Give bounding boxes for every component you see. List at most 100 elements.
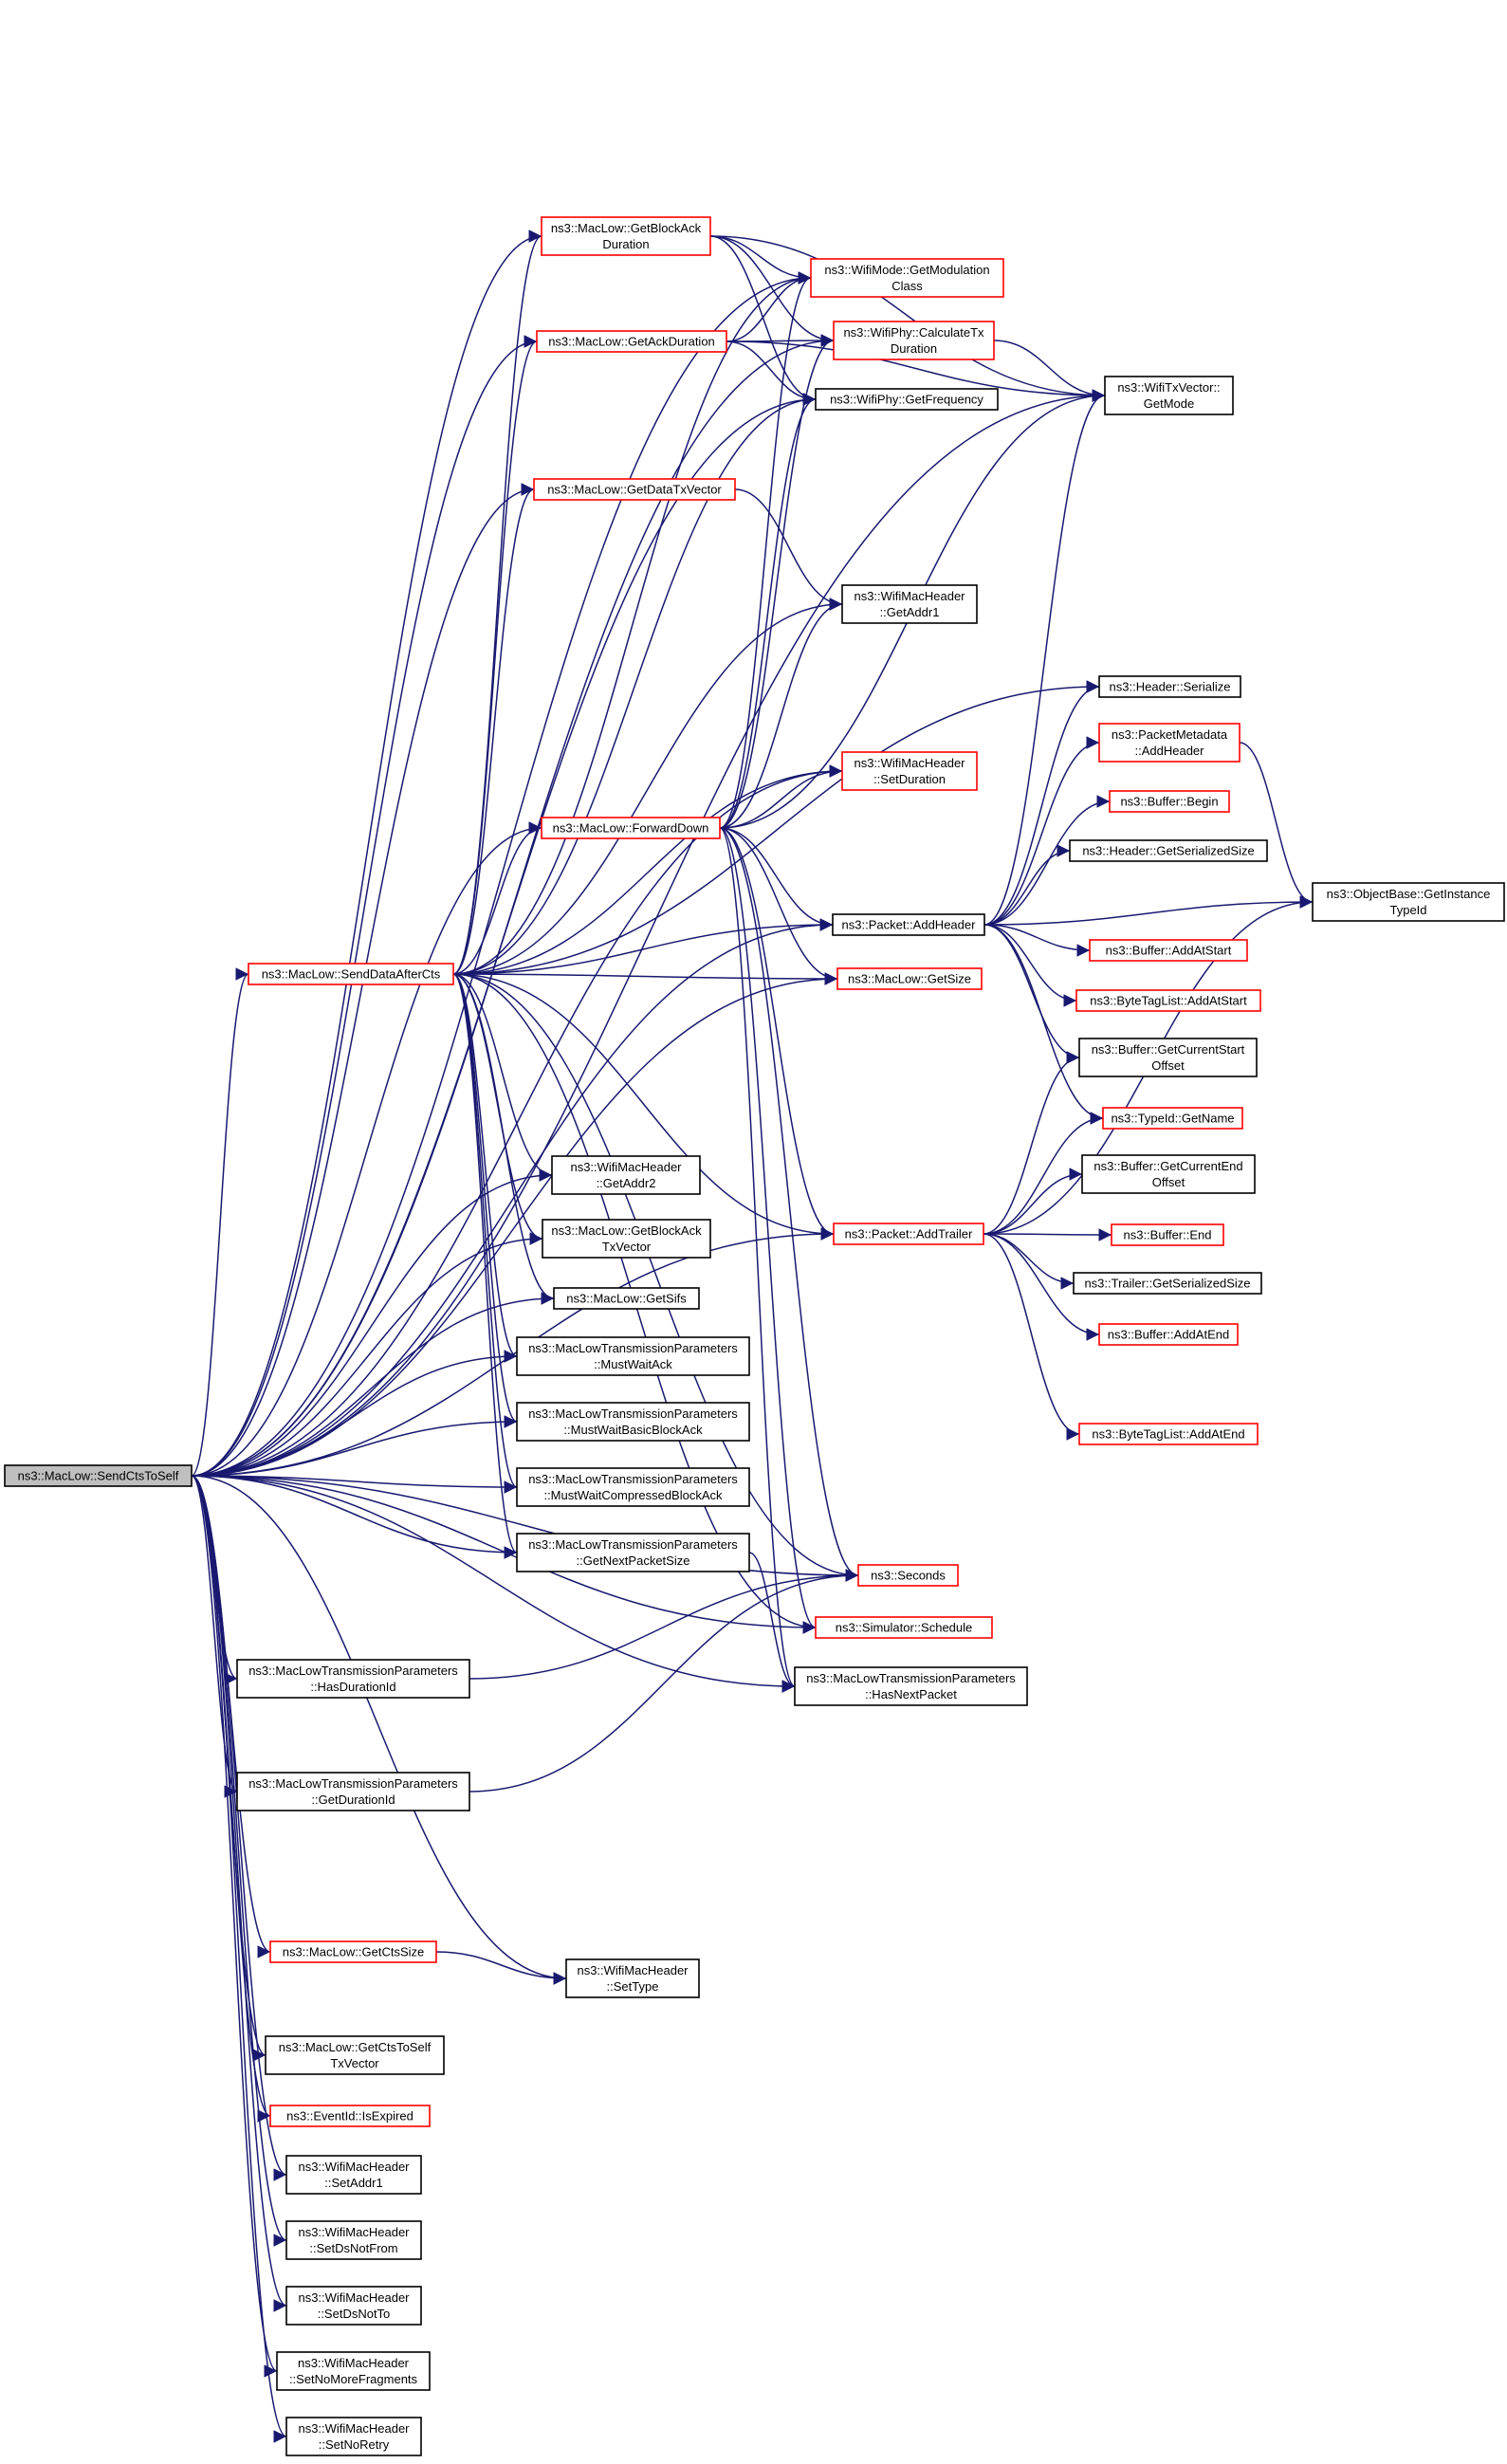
node-send-cts-to-self[interactable]: ns3::MacLow::SendCtsToSelf: [4, 1464, 193, 1487]
node-get-cts-size[interactable]: ns3::MacLow::GetCtsSize: [269, 1940, 437, 1963]
node-set-ds-not-to[interactable]: ns3::WifiMacHeader::SetDsNotTo: [285, 2286, 422, 2326]
edge-send-data-after-cts-to-seconds: [452, 973, 859, 1582]
node-label: Duration: [602, 237, 649, 251]
node-packet-metadata-add-header[interactable]: ns3::PacketMetadata::AddHeader: [1098, 723, 1241, 763]
node-wifi-phy-get-frequency[interactable]: ns3::WifiPhy::GetFrequency: [815, 388, 999, 411]
node-get-ack-duration[interactable]: ns3::MacLow::GetAckDuration: [536, 330, 727, 353]
node-label: ns3::MacLowTransmissionParameters: [528, 1472, 738, 1486]
node-label: ns3::MacLow::GetSize: [848, 972, 971, 986]
node-set-no-retry[interactable]: ns3::WifiMacHeader::SetNoRetry: [285, 2417, 422, 2456]
node-box: [236, 1659, 470, 1699]
edge-send-cts-to-self-to-get-sifs: [191, 1292, 555, 1477]
node-byte-tag-list-add-at-end[interactable]: ns3::ByteTagList::AddAtEnd: [1078, 1423, 1259, 1445]
edge-send-data-after-cts-to-get-next-packet-size: [452, 973, 518, 1559]
node-get-data-tx-vector[interactable]: ns3::MacLow::GetDataTxVector: [533, 478, 736, 501]
node-label: ns3::WifiMacHeader: [298, 2160, 410, 2174]
node-box: [1104, 376, 1234, 415]
node-type-id-get-name[interactable]: ns3::TypeId::GetName: [1102, 1107, 1243, 1130]
node-packet-add-header[interactable]: ns3::Packet::AddHeader: [832, 913, 985, 936]
edge-forward-down-to-wifi-mac-header-set-duration: [719, 764, 843, 829]
node-get-duration-id[interactable]: ns3::MacLowTransmissionParameters::GetDu…: [236, 1772, 470, 1811]
edge-packet-add-trailer-to-byte-tag-list-add-at-end: [983, 1233, 1080, 1441]
node-header-serialize[interactable]: ns3::Header::Serialize: [1098, 675, 1241, 698]
node-must-wait-compressed-block-ack[interactable]: ns3::MacLowTransmissionParameters::MustW…: [516, 1467, 750, 1507]
node-set-ds-not-from[interactable]: ns3::WifiMacHeader::SetDsNotFrom: [285, 2220, 422, 2260]
node-label: ns3::TypeId::GetName: [1111, 1112, 1234, 1126]
node-label: ns3::Simulator::Schedule: [836, 1621, 973, 1635]
node-has-duration-id[interactable]: ns3::MacLowTransmissionParameters::HasDu…: [236, 1659, 470, 1699]
node-wifi-tx-vector-get-mode[interactable]: ns3::WifiTxVector::GetMode: [1104, 376, 1234, 415]
edge-send-cts-to-self-to-wifi-phy-get-frequency: [191, 393, 817, 1477]
node-wifi-mac-header-get-addr1[interactable]: ns3::WifiMacHeader::GetAddr1: [841, 584, 978, 624]
node-label: ns3::WifiMacHeader: [298, 2225, 410, 2239]
edge-send-cts-to-self-to-wifi-mac-header-get-addr2: [191, 1168, 553, 1477]
node-label: ns3::ObjectBase::GetInstance: [1327, 887, 1491, 901]
node-box: [1078, 1038, 1258, 1077]
node-forward-down[interactable]: ns3::MacLow::ForwardDown: [541, 817, 721, 839]
node-wifi-mac-header-get-addr2[interactable]: ns3::WifiMacHeader::GetAddr2: [551, 1155, 701, 1195]
node-label: ns3::PacketMetadata: [1112, 727, 1228, 742]
node-buffer-end[interactable]: ns3::Buffer::End: [1111, 1223, 1224, 1246]
node-buffer-begin[interactable]: ns3::Buffer::Begin: [1109, 790, 1230, 813]
node-header-get-serialized-size[interactable]: ns3::Header::GetSerializedSize: [1069, 839, 1268, 862]
node-wifi-mac-header-set-duration[interactable]: ns3::WifiMacHeader::SetDuration: [841, 751, 978, 791]
edge-send-data-after-cts-to-get-ack-duration: [452, 335, 538, 975]
node-trailer-get-serialized-size[interactable]: ns3::Trailer::GetSerializedSize: [1073, 1272, 1262, 1295]
node-byte-tag-list-add-at-start[interactable]: ns3::ByteTagList::AddAtStart: [1075, 989, 1261, 1012]
node-must-wait-ack[interactable]: ns3::MacLowTransmissionParameters::MustW…: [516, 1336, 750, 1376]
node-box: [815, 388, 999, 411]
node-label: ns3::MacLowTransmissionParameters: [528, 1407, 738, 1421]
edge-send-data-after-cts-to-get-sifs: [452, 973, 555, 1305]
node-label: ns3::ByteTagList::AddAtStart: [1090, 994, 1247, 1008]
node-packet-add-trailer[interactable]: ns3::Packet::AddTrailer: [833, 1223, 984, 1245]
node-label: ns3::WifiTxVector::: [1117, 380, 1220, 395]
node-label: ::SetAddr1: [324, 2176, 382, 2190]
node-label: ns3::Buffer::Begin: [1120, 795, 1218, 809]
edge-send-cts-to-self-to-mac-low-get-size: [191, 972, 838, 1477]
node-label: ns3::WifiPhy::GetFrequency: [830, 393, 983, 407]
node-wifi-mac-header-set-type[interactable]: ns3::WifiMacHeader::SetType: [565, 1958, 700, 1998]
node-box: [1073, 1272, 1262, 1295]
node-simulator-schedule[interactable]: ns3::Simulator::Schedule: [815, 1616, 993, 1639]
node-get-next-packet-size[interactable]: ns3::MacLowTransmissionParameters::GetNe…: [516, 1533, 750, 1572]
node-seconds[interactable]: ns3::Seconds: [857, 1564, 959, 1587]
node-label: ns3::WifiMacHeader: [298, 2290, 410, 2305]
node-box: [1098, 675, 1241, 698]
node-buffer-add-at-end[interactable]: ns3::Buffer::AddAtEnd: [1098, 1323, 1239, 1346]
node-send-data-after-cts[interactable]: ns3::MacLow::SendDataAfterCts: [248, 963, 454, 985]
node-label: ::GetNextPacketSize: [577, 1554, 690, 1568]
node-set-no-more-fragments[interactable]: ns3::WifiMacHeader::SetNoMoreFragments: [276, 2351, 431, 2391]
edge-get-block-ack-duration-to-wifi-phy-calculate-tx-duration: [709, 235, 835, 347]
node-event-id-is-expired[interactable]: ns3::EventId::IsExpired: [269, 2105, 431, 2127]
node-label: ::GetAddr1: [880, 605, 940, 619]
node-set-addr1[interactable]: ns3::WifiMacHeader::SetAddr1: [285, 2155, 422, 2195]
edge-get-duration-id-to-seconds: [469, 1569, 859, 1793]
node-label: TxVector: [330, 2056, 379, 2070]
node-box: [833, 1223, 984, 1245]
node-label: TxVector: [602, 1240, 652, 1254]
edge-send-cts-to-self-to-must-wait-basic-block-ack: [191, 1415, 518, 1477]
node-mac-low-get-size[interactable]: ns3::MacLow::GetSize: [836, 967, 983, 990]
edge-packet-add-header-to-header-serialize: [983, 680, 1100, 926]
node-box: [857, 1564, 959, 1587]
node-box: [551, 1155, 701, 1195]
node-buffer-add-at-start[interactable]: ns3::Buffer::AddAtStart: [1089, 939, 1248, 962]
node-get-sifs[interactable]: ns3::MacLow::GetSifs: [553, 1287, 700, 1310]
node-has-next-packet[interactable]: ns3::MacLowTransmissionParameters::HasNe…: [794, 1666, 1028, 1706]
node-label: ns3::MacLow::GetCtsSize: [283, 1945, 425, 1959]
node-box: [276, 2351, 431, 2391]
edge-packet-add-header-to-buffer-add-at-start: [983, 924, 1091, 957]
node-box: [794, 1666, 1028, 1706]
node-must-wait-basic-block-ack[interactable]: ns3::MacLowTransmissionParameters::MustW…: [516, 1402, 750, 1442]
node-label: ::SetDsNotFrom: [309, 2241, 397, 2255]
node-box: [565, 1958, 700, 1998]
edge-packet-add-header-to-object-base-get-instance-type-id: [983, 895, 1314, 926]
